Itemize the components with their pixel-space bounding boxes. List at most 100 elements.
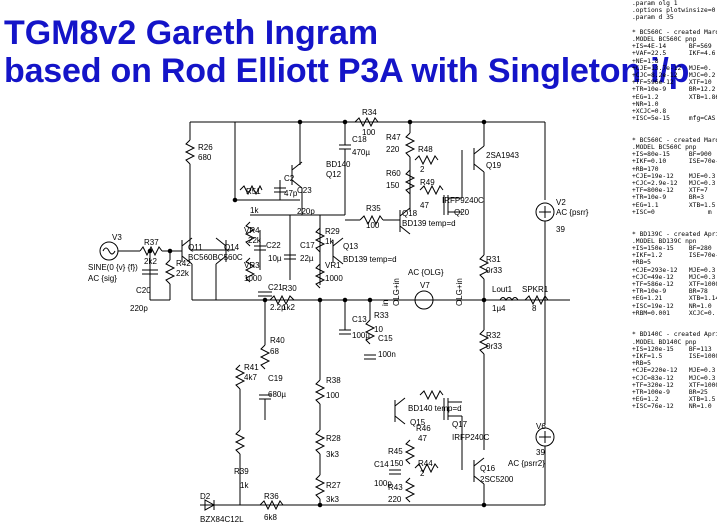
c21-name: C21	[268, 283, 283, 292]
r47-value: 220	[386, 145, 400, 154]
r35-symbol	[359, 214, 384, 226]
netlist-line: +CJE=293e-12 MJE=0.3	[632, 266, 716, 274]
netlist-line: .MODEL BC560C pnp	[632, 36, 697, 44]
netlist-line: .MODEL BC560C pnp	[632, 144, 697, 152]
q13-model: BD139 temp=d	[343, 255, 397, 264]
netlist-line: +CJC=2.9e-12 MJC=0.3	[632, 180, 716, 188]
v6-name: V6	[536, 422, 546, 431]
netlist-line: +IS=120e-15 BF=113	[632, 345, 712, 353]
netlist-line: +RBM=0.001 XCJC=0.	[632, 309, 716, 317]
r46-symbol	[419, 389, 444, 401]
c13-value: 100µ	[352, 331, 370, 340]
d2-symbol	[204, 499, 216, 511]
netlist-line: .param olg 1	[632, 0, 678, 7]
r39-symbol	[234, 429, 246, 455]
q11-name: Q11	[188, 243, 203, 252]
netlist-line	[632, 130, 717, 137]
c14-value: 100p	[374, 479, 392, 488]
netlist-line: +TR=100e-9 BR=25	[632, 388, 708, 396]
netlist-line: +TF=800e-12 XTF=7	[632, 187, 708, 195]
page-subtitle: based on Rod Elliott P3A with Singleton …	[4, 52, 690, 90]
netlist-line: +RB=5	[632, 360, 651, 368]
v3-expr: SINE(0 {v} {f})	[88, 263, 138, 272]
netlist-line: +CJC=49e-12 MJC=0.3	[632, 273, 716, 281]
q13-lead	[332, 237, 344, 247]
netlist-line: .MODEL BD140C pnp	[632, 338, 697, 346]
pair-model: BC560BC560C	[188, 253, 243, 262]
r37-symbol	[139, 245, 163, 257]
r41-name: R41	[244, 363, 259, 372]
q16-name: Q16	[480, 464, 496, 473]
q11-lead	[181, 237, 193, 247]
lout1-symbol	[499, 297, 519, 301]
c22-name: C22	[266, 241, 281, 250]
c15-value: 100n	[378, 350, 396, 359]
netlist-line: +TR=10e-9 BR=78	[632, 288, 708, 296]
r33-symbol	[364, 319, 376, 345]
netlist-line: +TR=10e-9 BR=12.2	[632, 86, 716, 94]
netlist-line: +CJC=83e-12 MJC=0.3	[632, 374, 716, 382]
r43-name: R43	[388, 483, 403, 492]
netlist-line: * BC560C - created Mard	[632, 28, 717, 36]
r26-symbol	[184, 139, 196, 165]
r26-name: R26	[198, 143, 213, 152]
r43-symbol	[404, 477, 416, 503]
junction-dot	[367, 297, 373, 303]
netlist-line	[632, 122, 717, 129]
r60-value: 150	[386, 181, 400, 190]
d2-name: D2	[200, 492, 211, 501]
r48-symbol	[414, 154, 439, 166]
r41-symbol	[234, 364, 246, 390]
netlist-line: +RB=170	[632, 165, 659, 173]
r34-name: R34	[362, 108, 377, 117]
v7-name: V7	[420, 281, 430, 290]
netlist-line: +CJE=13.7e-12 MJE=0.	[632, 64, 712, 72]
netlist-line: +NE=1.8	[632, 57, 659, 65]
netlist-line: +ISC=0 m	[632, 208, 712, 216]
v3-ac: AC {sig}	[88, 274, 117, 283]
netlist-line: +TR=10e-9 BR=3	[632, 194, 705, 202]
netlist-line: +IKF=1.2 ISE=70e-1	[632, 252, 717, 260]
netlist-line: +CJC=8.2e-12 MJC=0.2	[632, 72, 716, 80]
netlist-line: +IKF=1.5 ISE=1000e	[632, 352, 717, 360]
netlist-line: * BC560C - created Mard	[632, 136, 717, 144]
r31-value: 0r33	[486, 266, 503, 275]
c17-value: 22µ	[300, 254, 314, 263]
netlist-line: +TF=586e-12 XTF=1000	[632, 280, 717, 288]
r46-name: R46	[416, 424, 431, 433]
v3-name: V3	[112, 233, 122, 242]
v3-sine-icon	[102, 247, 116, 255]
netlist-line: +TF=320e-12 XTF=1000	[632, 381, 717, 389]
r32-name: R32	[486, 331, 501, 340]
r31-name: R31	[486, 255, 501, 264]
r51-value: 1k	[250, 206, 259, 215]
netlist-line: +IS=4E-14 BF=569	[632, 43, 712, 51]
vr3-name: VR3	[244, 261, 260, 270]
netlist-line: +ISC=5e-15 mfg=CAS	[632, 115, 716, 123]
q16-lead	[473, 457, 485, 467]
netlist-line: .param d 35	[632, 14, 674, 22]
netlist-line: +ISC=76e-12 NR=1.0	[632, 403, 712, 411]
q12-lead	[291, 161, 303, 171]
r40-symbol	[259, 344, 271, 370]
q15-name: Q15	[410, 418, 426, 427]
r38-value: 100	[326, 391, 340, 400]
r37-value: 2k2	[144, 257, 157, 266]
r42-value: 22k	[176, 269, 190, 278]
net-label-olg-b: OLG+in	[455, 278, 464, 306]
netlist-line	[632, 324, 717, 331]
r51-name: R51	[246, 187, 261, 196]
lout1-name: Lout1	[492, 285, 513, 294]
netlist-line: +ISC=19e-12 NR=1.0	[632, 302, 712, 310]
r44-name: R44	[418, 459, 433, 468]
vr4-symbol	[244, 221, 256, 247]
netlist-line: +IS=150e-15 BF=280	[632, 244, 712, 252]
netlist-line: +RB=5	[632, 259, 651, 267]
r51-symbol	[239, 184, 263, 196]
junction-dot	[342, 119, 348, 125]
junction-dot	[342, 297, 348, 303]
v7-expr: AC {OLG}	[408, 268, 444, 277]
c15-name: C15	[378, 334, 393, 343]
netlist-line: +NR=1.0	[632, 100, 659, 108]
